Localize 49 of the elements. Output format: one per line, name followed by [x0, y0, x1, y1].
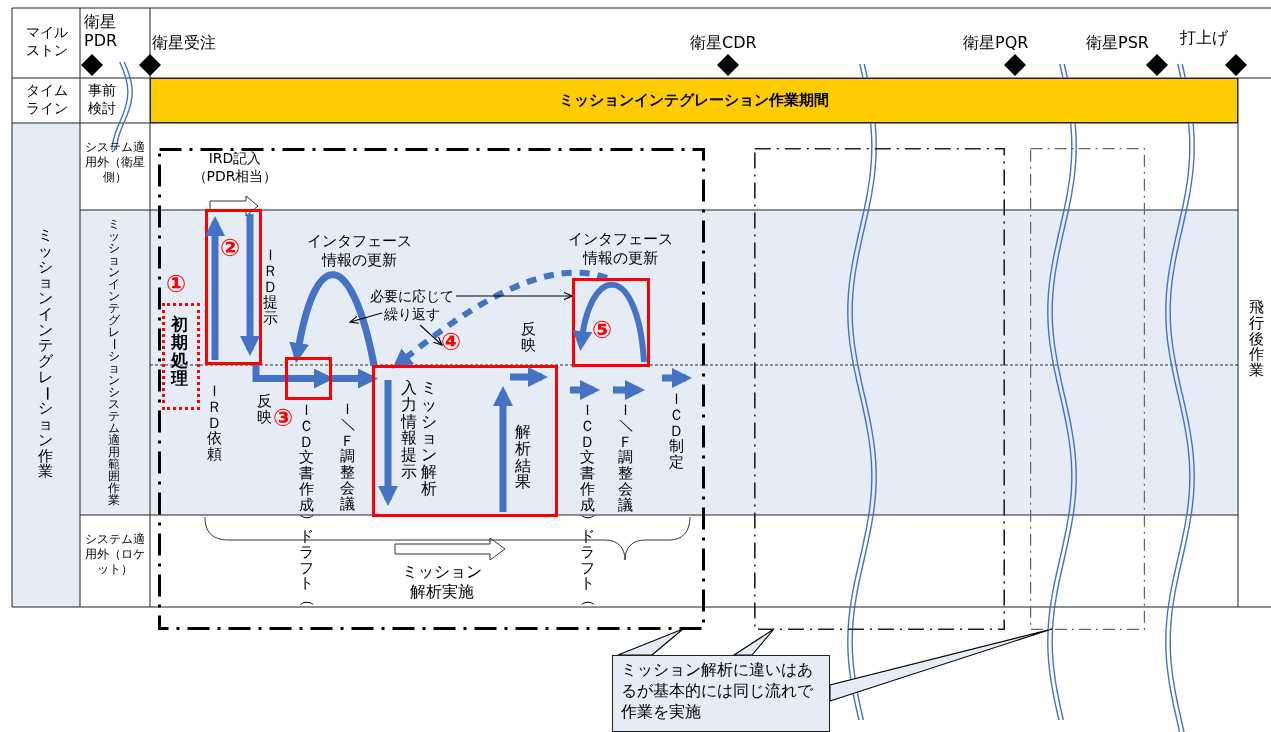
step-number: ③ [273, 404, 294, 432]
step-label: ＩＲＤ提示 [262, 248, 280, 327]
step-number: ⑤ [592, 316, 613, 344]
dash-dot-frame [158, 148, 705, 630]
curved-arrow [289, 271, 378, 366]
dashed-curved-arrow [392, 269, 608, 369]
leader-arrow [349, 312, 383, 324]
lane-header: 飛行後作業 [1248, 300, 1266, 379]
step-label: ＩＣＤ制定 [668, 392, 686, 471]
lane-header: システム適用外（ロケット） [84, 532, 146, 577]
lane-header: ミッションインテグレーション作業 [37, 228, 55, 480]
step-label: ミッション解析 [420, 380, 439, 498]
timeline-bar: ミッションインテグレーション作業期間 [150, 78, 1238, 123]
dash-dot-frame [1030, 148, 1145, 630]
leader-arrow [419, 324, 443, 346]
callout-pointer [617, 628, 684, 656]
step-number: ① [166, 270, 187, 298]
step-label: Ｉ／Ｆ調整会議 [339, 402, 357, 513]
row-header: タイムライン [25, 82, 69, 117]
step-label: ＩＣＤ文書作成（ドラフト） [298, 403, 316, 608]
milestone-label: 打上げ [1180, 28, 1228, 48]
step-label: 反映 [256, 394, 274, 426]
step-label: ＩＣＤ文書作成（ドラフト） [579, 403, 597, 608]
step-label: ミッション解析実施 [401, 562, 483, 602]
step-label: Ｉ／Ｆ調整会議 [617, 403, 635, 514]
step-number: ② [220, 234, 241, 262]
step-label: 反映 [520, 322, 538, 354]
dash-dot-frame [754, 148, 1005, 630]
step-label: インタフェース情報の更新 [566, 230, 674, 268]
milestone-label: 衛星受注 [152, 33, 216, 53]
step-number: ④ [441, 328, 462, 356]
callout-pointer [732, 628, 775, 656]
timeline-label: 事前検討 [87, 82, 117, 117]
annotation-text: 必要に応じて繰り返す [368, 287, 456, 324]
lane-header: システム適用外（衛星側） [84, 140, 146, 185]
milestone-label: 衛星PQR [963, 33, 1029, 53]
milestone-label: 衛星CDR [690, 33, 757, 53]
step-label: 入力情報提示 [400, 380, 419, 481]
lane-header: ミッションインテグレーションシステム適用範囲作業 [107, 218, 121, 506]
row-header: マイルストン [25, 24, 69, 59]
leader-arrow [455, 291, 573, 301]
milestone-label: 衛星PDR [84, 12, 119, 51]
milestone-label: 衛星PSR [1086, 33, 1149, 53]
step-label: 初期処理 [170, 316, 190, 388]
step-label: インタフェース情報の更新 [305, 232, 413, 270]
step-label: IRD記入（PDR相当） [191, 150, 279, 185]
step-label: ＩＲＤ依頼 [206, 384, 224, 463]
callout-pointer [829, 628, 1053, 702]
step-label: 解析結果 [514, 424, 533, 492]
